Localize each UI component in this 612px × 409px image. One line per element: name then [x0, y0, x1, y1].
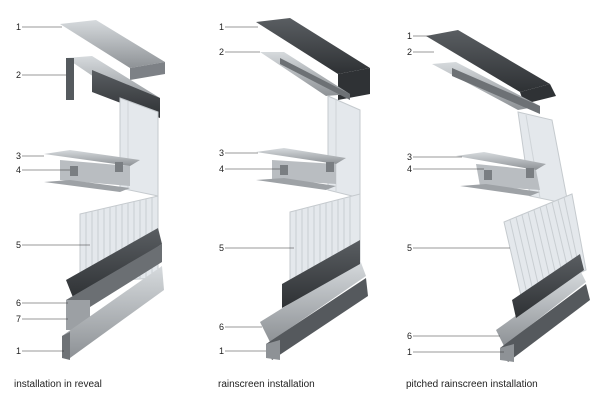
callout-4: 4 — [407, 164, 413, 174]
callout-1-bottom: 1 — [16, 346, 22, 356]
bottom-profile-1 — [266, 278, 368, 360]
callout-1-top: 1 — [407, 31, 413, 41]
bottom-profile-1 — [62, 266, 164, 358]
base-profile-6 — [260, 260, 366, 342]
leader-lines — [413, 35, 510, 353]
callout-3: 3 — [407, 152, 413, 162]
base-profile-6 — [66, 228, 162, 300]
panel-rainscreen-installation: 1 2 3 4 5 6 1 rainscreen installation — [200, 0, 400, 409]
callout-4: 4 — [16, 165, 22, 175]
callout-1-top: 1 — [219, 22, 225, 32]
profile-assembly-rainscreen — [225, 18, 370, 360]
callout-4: 4 — [219, 164, 225, 174]
callout-5: 5 — [16, 240, 22, 250]
callout-3: 3 — [219, 148, 225, 158]
top-profile-1 — [60, 20, 165, 68]
callout-5: 5 — [407, 243, 413, 253]
caption-pitched-rainscreen-installation: pitched rainscreen installation — [406, 379, 538, 390]
callout-1-bottom: 1 — [219, 346, 225, 356]
callout-2: 2 — [407, 47, 413, 57]
bracket-3 — [456, 152, 546, 170]
bottom-profile-1 — [500, 284, 590, 362]
callout-7: 7 — [16, 314, 22, 324]
base-profile-6 — [496, 270, 586, 346]
callout-1-top: 1 — [16, 22, 22, 32]
profile-assembly-reveal — [22, 20, 165, 360]
panel-installation-in-reveal: 1 2 3 4 5 6 7 1 installation in reveal — [0, 0, 200, 409]
top-profile-1 — [256, 18, 370, 74]
callout-1-bottom: 1 — [407, 347, 413, 357]
profile-assembly-pitched — [413, 30, 590, 362]
callout-3: 3 — [16, 151, 22, 161]
bracket-3 — [256, 148, 346, 164]
caption-rainscreen-installation: rainscreen installation — [218, 379, 315, 390]
leader-lines — [22, 26, 90, 352]
leader-lines — [225, 26, 294, 352]
callout-2: 2 — [219, 47, 225, 57]
callout-6: 6 — [407, 331, 413, 341]
callout-6: 6 — [16, 298, 22, 308]
callout-5: 5 — [219, 243, 225, 253]
top-profile-1 — [426, 30, 550, 92]
panel-pitched-rainscreen-installation: 1 2 3 4 5 6 1 pitched rainscreen install… — [400, 0, 612, 409]
callout-2: 2 — [16, 70, 22, 80]
caption-installation-in-reveal: installation in reveal — [14, 379, 102, 390]
callout-6: 6 — [219, 322, 225, 332]
